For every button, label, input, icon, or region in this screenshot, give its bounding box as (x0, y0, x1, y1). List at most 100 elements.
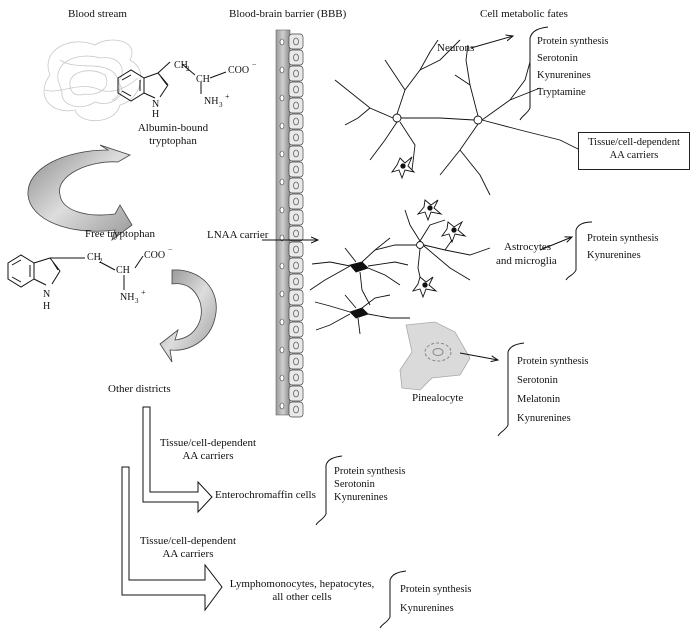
cell-nucleus (293, 277, 299, 286)
endothelial-cell (288, 81, 304, 98)
endothelial-cell (288, 33, 304, 50)
lymphomonocytes-hollow-arrow (121, 466, 223, 612)
pinealocyte-cell (399, 321, 471, 391)
endothelial-cell (288, 385, 304, 402)
endothelial-cell (288, 321, 304, 338)
cell-nucleus (293, 197, 299, 206)
pinealocyte-fate-arrow (459, 352, 498, 360)
fate-item: Protein synthesis (334, 466, 406, 477)
svg-text:CH: CH (116, 265, 130, 276)
endothelial-cell (288, 289, 304, 306)
bbb-vesicle (279, 374, 285, 382)
fate-item: Kynurenines (537, 70, 591, 81)
svg-text:CH: CH (87, 252, 101, 263)
cell-nucleus (293, 101, 299, 110)
fate-item: Kynurenines (517, 413, 571, 424)
astrocyte-cells (390, 156, 467, 299)
cell-fates-header: Cell metabolic fates (480, 8, 568, 20)
svg-text:3: 3 (219, 101, 223, 109)
endothelial-cell (288, 369, 304, 386)
cell-nucleus (293, 341, 299, 350)
astrocytes-fate-arrow (539, 237, 572, 251)
fate-item: Protein synthesis (517, 356, 589, 367)
pinealocyte-label: Pinealocyte (412, 392, 464, 404)
tryptophan-molecule-top (117, 61, 227, 102)
carriers-label-1: Tissue/cell-dependent AA carriers (159, 437, 257, 462)
bbb-vesicle (279, 150, 285, 158)
cell-nucleus (293, 85, 299, 94)
microglia-network (374, 209, 491, 281)
endothelial-cell (288, 353, 304, 370)
blood-brain-barrier (275, 29, 304, 418)
astrocytes-fate-list: Protein synthesis Kynurenines (587, 230, 658, 264)
endothelial-cell (288, 337, 304, 354)
lymphomonocytes-label: Lymphomonocytes, hepatocytes, all other … (229, 578, 375, 603)
cell-nucleus (293, 261, 299, 270)
neurons-fate-bracket (519, 26, 549, 121)
neurons-fate-arrow (470, 36, 513, 49)
svg-text:3: 3 (135, 297, 139, 305)
svg-text:+: + (141, 288, 146, 297)
fate-item: Serotonin (517, 375, 558, 386)
enterochromaffin-fate-bracket (315, 455, 343, 526)
fate-item: Kynurenines (400, 603, 454, 614)
endothelial-cell (288, 305, 304, 322)
endothelial-cell (288, 193, 304, 210)
lnaa-carrier-label: LNAA carrier (207, 229, 269, 241)
endothelial-cell (288, 209, 304, 226)
bbb-vesicle (279, 94, 285, 102)
enterochromaffin-fate-list: Protein synthesis Serotonin Kynurenines (334, 465, 405, 504)
endothelial-cell (288, 65, 304, 82)
fate-item: Serotonin (334, 479, 375, 490)
cell-nucleus (293, 309, 299, 318)
endothelial-cell (288, 401, 304, 418)
cell-nucleus (293, 117, 299, 126)
coo-label: COO (228, 65, 249, 76)
curved-arrow-down-left (27, 144, 133, 242)
bbb-vesicle (279, 346, 285, 354)
bbb-vesicle (279, 38, 285, 46)
endothelial-cell (288, 145, 304, 162)
cell-nucleus (293, 245, 299, 254)
cell-nucleus (293, 149, 299, 158)
bbb-vesicle (279, 290, 285, 298)
endothelial-cell (288, 273, 304, 290)
endothelial-cell (288, 129, 304, 146)
svg-text:H: H (43, 301, 50, 312)
cell-nucleus (293, 389, 299, 398)
cell-nucleus (293, 373, 299, 382)
free-tryptophan-label: Free tryptophan (85, 228, 155, 240)
bbb-header: Blood-brain barrier (BBB) (229, 8, 347, 20)
curved-arrow-down-right (159, 269, 217, 363)
cell-nucleus (293, 133, 299, 142)
bbb-vesicle (279, 122, 285, 130)
cell-nucleus (293, 293, 299, 302)
bbb-vesicle (279, 402, 285, 410)
lymphomonocytes-fate-list: Protein synthesis Kynurenines (400, 580, 471, 618)
neurons-network (334, 39, 591, 196)
cell-nucleus (293, 69, 299, 78)
svg-text:COO: COO (144, 250, 165, 261)
ch2-label: CH (174, 60, 188, 71)
other-districts-label: Other districts (108, 383, 171, 395)
enterochromaffin-label: Enterochromaffin cells (215, 489, 316, 501)
cell-nucleus (293, 229, 299, 238)
pinealocyte-fate-bracket (497, 342, 525, 437)
astrocytes-label: Astrocytes and microglia (496, 241, 557, 267)
tryptophan-molecule-free (7, 254, 144, 290)
nh3-label: NH (204, 96, 218, 107)
endothelial-cell (288, 113, 304, 130)
cell-nucleus (293, 357, 299, 366)
albumin-bound-label: Albumin-bound tryptophan (137, 122, 209, 147)
blood-stream-header: Blood stream (68, 8, 127, 20)
neurons-fate-list: Protein synthesis Serotonin Kynurenines … (537, 33, 608, 101)
albumin-protein-icon (43, 39, 142, 122)
svg-text:−: − (168, 245, 173, 254)
svg-text:NH: NH (120, 292, 134, 303)
svg-text:−: − (252, 60, 257, 69)
endothelial-cell (288, 257, 304, 274)
bbb-vesicle (279, 262, 285, 270)
astrocytes-fate-bracket (565, 221, 593, 281)
cell-nucleus (293, 165, 299, 174)
